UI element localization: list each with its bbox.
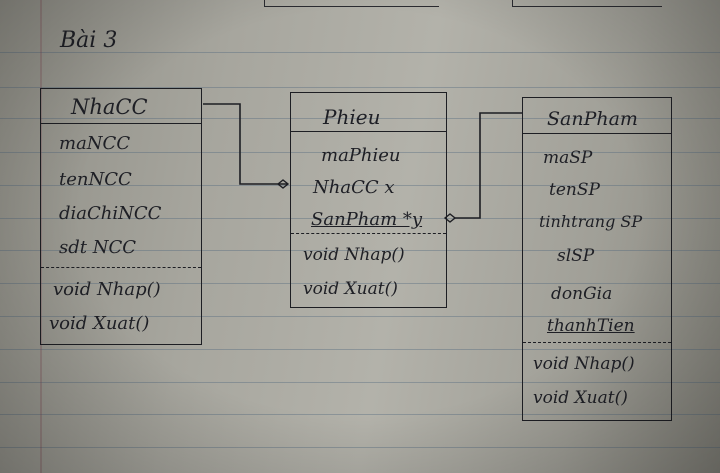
attribute: diaChiNCC	[59, 203, 162, 224]
top-left-box-bottom	[264, 6, 439, 7]
class-name-phieu: Phieu	[323, 105, 381, 129]
class-box-phieu: Phieu maPhieu NhaCC x SanPham *y void Nh…	[290, 92, 447, 308]
margin-line	[40, 0, 42, 473]
aggregation-diamond-sanpham	[443, 213, 457, 223]
nhacc-phieu-connector	[203, 103, 287, 185]
class-name-sanpham: SanPham	[547, 108, 638, 130]
method: void Nhap()	[53, 279, 161, 300]
attribute: maSP	[543, 148, 593, 168]
method: void Xuat()	[533, 388, 628, 408]
method: void Nhap()	[533, 354, 635, 374]
attribute: maPhieu	[321, 145, 401, 166]
method: void Nhap()	[303, 245, 405, 265]
attribute: tenNCC	[59, 169, 132, 190]
class-box-nhacc: NhaCC maNCC tenNCC diaChiNCC sdt NCC voi…	[40, 88, 202, 345]
attribute: maNCC	[59, 133, 131, 154]
attribute: slSP	[557, 246, 595, 266]
class-name-nhacc: NhaCC	[71, 95, 148, 119]
top-right-box-edge	[512, 0, 513, 6]
attribute: thanhTien	[547, 316, 635, 336]
class-box-sanpham: SanPham maSP tenSP tinhtrang SP slSP don…	[522, 97, 672, 421]
method: void Xuat()	[49, 313, 150, 334]
attribute: donGia	[551, 284, 613, 304]
method: void Xuat()	[303, 279, 398, 299]
top-left-box-edge	[264, 0, 265, 6]
exercise-heading: Bài 3	[60, 28, 118, 53]
top-right-box-bottom	[512, 6, 662, 7]
aggregation-diamond-nhacc	[276, 179, 290, 189]
attribute: NhaCC x	[313, 177, 395, 198]
phieu-sanpham-connector	[455, 112, 522, 219]
attribute: SanPham *y	[311, 209, 423, 230]
attribute: sdt NCC	[59, 237, 137, 258]
attribute: tenSP	[549, 180, 600, 200]
attribute: tinhtrang SP	[539, 212, 643, 231]
